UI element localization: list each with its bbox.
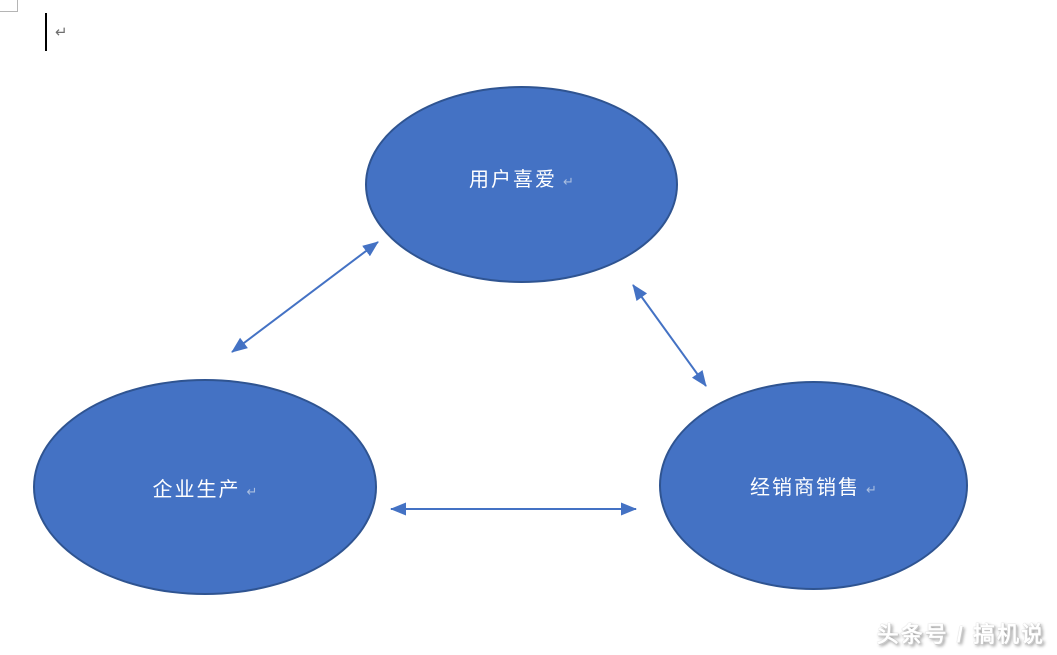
paragraph-return-mark: ↵ bbox=[563, 174, 574, 189]
shape-enterprise-production[interactable]: 企业生产 ↵ bbox=[33, 379, 377, 595]
page-boundary-corner-mark bbox=[0, 0, 18, 12]
shape-enterprise-production-label: 企业生产 bbox=[152, 478, 241, 501]
watermark: 头条号 / 搞机说 bbox=[876, 622, 1045, 647]
arrow-user-love-dealer-sales[interactable] bbox=[632, 284, 707, 387]
paragraph-return-mark: ↵ bbox=[246, 483, 258, 499]
shape-dealer-sales[interactable]: 经销商销售 ↵ bbox=[659, 381, 968, 590]
shape-user-love-label: 用户喜爱 bbox=[469, 169, 558, 191]
shape-user-love[interactable]: 用户喜爱 ↵ bbox=[365, 86, 678, 283]
text-cursor bbox=[45, 13, 47, 51]
arrow-user-love-enterprise-production[interactable] bbox=[231, 241, 379, 353]
paragraph-return-mark: ↵ bbox=[866, 482, 877, 497]
shape-dealer-sales-label: 经销商销售 bbox=[750, 477, 861, 499]
paragraph-return-mark: ↵ bbox=[55, 24, 68, 41]
